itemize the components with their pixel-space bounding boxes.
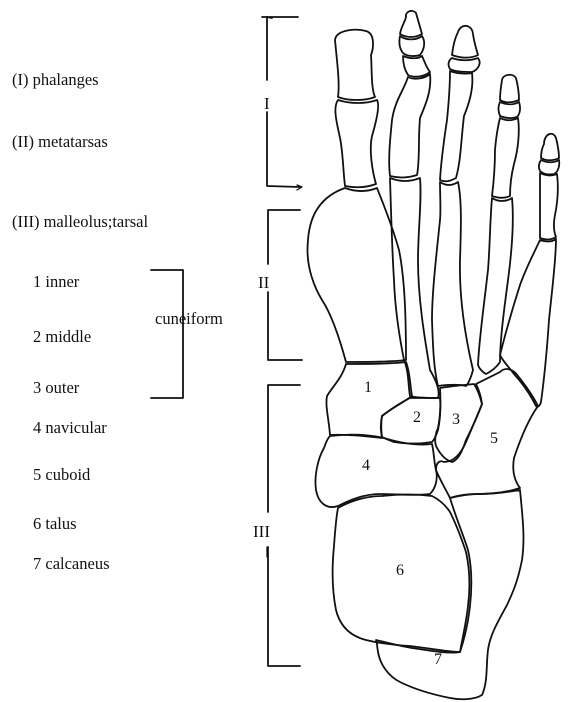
cuneiform-bracket xyxy=(151,270,183,398)
toe-3-distal xyxy=(452,26,478,58)
bone-7-calcaneus xyxy=(376,490,523,699)
bone-1-medial-cuneiform xyxy=(326,362,412,438)
toe-5-distal xyxy=(541,134,559,161)
metatarsal-2 xyxy=(390,178,439,398)
bracket-ii xyxy=(268,210,300,264)
big-toe-proximal-phalanx xyxy=(335,100,378,187)
bone-5-cuboid xyxy=(436,369,538,498)
toe-3-proximal xyxy=(440,71,472,181)
metatarsal-3 xyxy=(432,182,473,386)
toe-5-proximal xyxy=(540,173,558,239)
bracket-iii xyxy=(268,385,300,512)
toe-2-proximal xyxy=(403,56,430,77)
metatarsal-4 xyxy=(478,198,513,374)
bone-6-talus xyxy=(333,495,470,653)
metatarsal-5 xyxy=(500,239,556,407)
toe-4-distal xyxy=(500,75,519,102)
big-toe-distal-phalanx xyxy=(335,30,375,100)
toe-4-proximal xyxy=(492,118,519,198)
bracket-i xyxy=(267,17,272,80)
bone-2-intermediate-cuneiform xyxy=(381,398,440,444)
toe-2-distal xyxy=(400,11,422,37)
